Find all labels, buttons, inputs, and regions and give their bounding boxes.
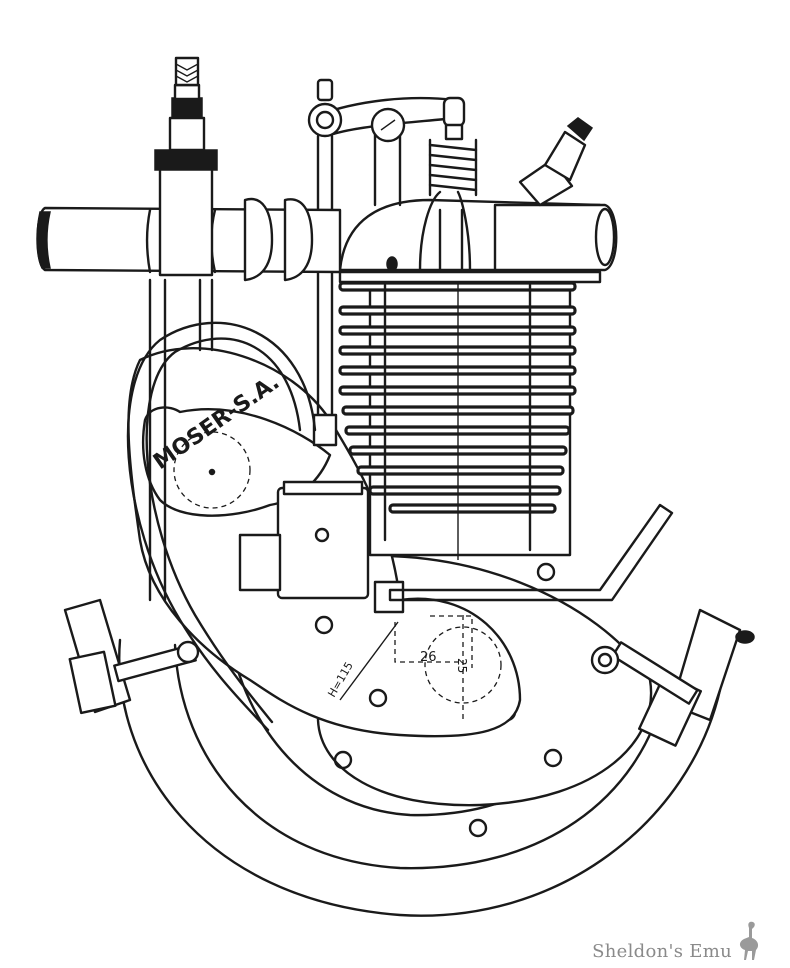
carburettor: [148, 56, 218, 602]
valve-spring: [428, 138, 478, 197]
spark-plug: [518, 117, 594, 207]
right-frame-clamp: [590, 608, 755, 747]
push-rod: [307, 78, 343, 447]
valve-rocker: [316, 96, 478, 207]
contact-breaker: [238, 480, 405, 614]
watermark: Sheldon's Emu: [592, 920, 762, 962]
oil-pipe: [126, 321, 317, 732]
exhaust-port: [493, 203, 618, 272]
exhaust-stay: [388, 503, 674, 602]
left-frame-clamp: [63, 598, 200, 715]
emu-icon: [739, 921, 759, 960]
cylinder-barrel: [338, 200, 577, 582]
dimension-horizontal: 26: [420, 650, 437, 665]
dimension-vertical: 25: [455, 658, 469, 673]
pipe-nut: [243, 197, 314, 282]
air-filter-tip: [174, 56, 200, 87]
watermark-text: Sheldon's Emu: [592, 941, 732, 962]
